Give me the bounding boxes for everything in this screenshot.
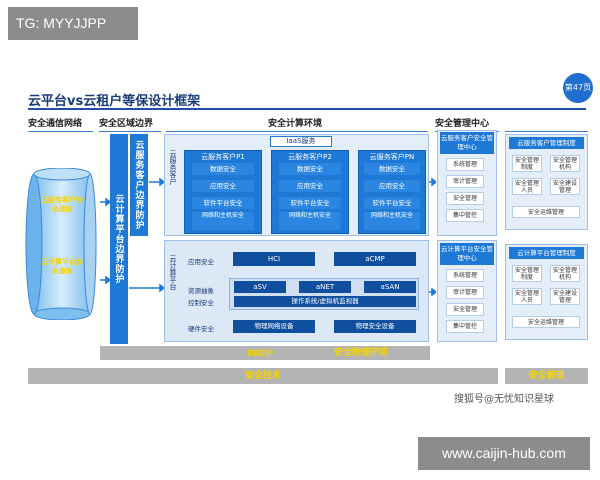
site-watermark: www.caijin-hub.com bbox=[418, 437, 590, 470]
hci-box: HCI bbox=[233, 252, 315, 266]
header-divider bbox=[99, 131, 161, 132]
policy-platform-build: 安全建设管理 bbox=[550, 288, 580, 305]
platform-boundary-bar: 云计算平台边界防护 bbox=[110, 134, 128, 344]
p1-network-host-security: 网络和主机安全 bbox=[192, 212, 254, 230]
pn-network-host-security: 网络和主机安全 bbox=[364, 212, 420, 230]
header-divider bbox=[505, 131, 588, 132]
p1-data-security: 数据安全 bbox=[192, 163, 254, 175]
header-divider bbox=[166, 131, 428, 132]
asv-box: aSV bbox=[234, 281, 286, 293]
mgmt-tenant-title: 云服务客户安全管理中心 bbox=[440, 132, 494, 154]
mgmt-platform-title: 云计算平台安全管理中心 bbox=[440, 243, 494, 265]
title-underline bbox=[28, 108, 586, 110]
tenant-boundary-bar: 云服务客户边界防护 bbox=[130, 134, 148, 236]
hw-security-label: 硬件安全 bbox=[188, 325, 214, 333]
policy-platform-title: 云计算平台管理制度 bbox=[509, 247, 584, 259]
header-network: 安全通信网络 bbox=[28, 119, 83, 129]
p2-software-security: 软件平台安全 bbox=[279, 197, 341, 209]
cylinder-tenant-label: 云服务客户安全通信 bbox=[41, 196, 83, 213]
os-virt-box: 操作系统/虚拟机监视器 bbox=[234, 296, 416, 307]
customer-title-pn: 云服务客户PN bbox=[369, 153, 415, 161]
policy-platform-ops: 安全运维管理 bbox=[512, 316, 580, 328]
p2-network-host-security: 网络和主机安全 bbox=[279, 212, 341, 230]
customer-title-p2: 云服务客户P2 bbox=[288, 153, 332, 161]
policy-tenant-staff: 安全管理人员 bbox=[512, 178, 542, 195]
pn-app-security: 应用安全 bbox=[364, 180, 420, 192]
security-mgmt-bar: 安全管理 bbox=[505, 368, 588, 384]
policy-tenant-title: 云服务客户管理制度 bbox=[509, 137, 584, 149]
customer-title-p1: 云服务客户P1 bbox=[201, 153, 245, 161]
sohu-watermark: 搜狐号@无忧知识星球 bbox=[454, 394, 554, 405]
mgmt-tenant-system: 系统管理 bbox=[446, 158, 484, 171]
p1-software-security: 软件平台安全 bbox=[192, 197, 254, 209]
resource-abstraction-label: 资源抽象 bbox=[188, 287, 214, 295]
platform-app-security-label: 应用安全 bbox=[188, 258, 214, 266]
header-compute: 安全计算环境 bbox=[268, 119, 323, 129]
physical-network-box: 物理网络设备 bbox=[233, 320, 315, 333]
policy-platform-staff: 安全管理人员 bbox=[512, 288, 542, 305]
diagram-title: 云平台vs云租户等保设计框架 bbox=[28, 94, 201, 109]
room-protection-label: 机房防护 bbox=[247, 349, 273, 357]
mgmt-tenant-central: 集中管控 bbox=[446, 209, 484, 222]
pn-software-security: 软件平台安全 bbox=[364, 197, 420, 209]
physical-env-bar bbox=[100, 346, 430, 360]
policy-platform-system: 安全管理制度 bbox=[512, 265, 542, 282]
policy-platform-org: 安全管理机构 bbox=[550, 265, 580, 282]
policy-tenant-org: 安全管理机构 bbox=[550, 155, 580, 172]
p1-app-security: 应用安全 bbox=[192, 180, 254, 192]
header-divider bbox=[28, 131, 93, 132]
page-badge: 第47页 bbox=[563, 73, 593, 103]
physical-env-label: 安全物理环境 bbox=[333, 348, 388, 358]
mgmt-tenant-security: 安全管理 bbox=[446, 192, 484, 205]
anet-box: aNET bbox=[299, 281, 351, 293]
policy-tenant-ops: 安全运维管理 bbox=[512, 206, 580, 218]
policy-tenant-system: 安全管理制度 bbox=[512, 155, 542, 172]
network-cylinder bbox=[25, 168, 97, 320]
physical-security-box: 物理安全设备 bbox=[334, 320, 416, 333]
header-mgmt-center: 安全管理中心 bbox=[435, 119, 490, 129]
mgmt-platform-system: 系统管理 bbox=[446, 269, 484, 282]
iaas-service: IaaS服务 bbox=[270, 136, 332, 147]
platform-side-label: 云计算平台 bbox=[169, 255, 177, 290]
security-tech-bar: 安全技术 bbox=[28, 368, 498, 384]
header-boundary: 安全区域边界 bbox=[99, 119, 154, 129]
mgmt-tenant-audit: 审计管理 bbox=[446, 175, 484, 188]
p2-app-security: 应用安全 bbox=[279, 180, 341, 192]
mgmt-platform-central: 集中管控 bbox=[446, 320, 484, 333]
acmp-box: aCMP bbox=[334, 252, 416, 266]
control-security-label: 控制安全 bbox=[188, 299, 214, 307]
pn-data-security: 数据安全 bbox=[364, 163, 420, 175]
mgmt-platform-audit: 审计管理 bbox=[446, 286, 484, 299]
asan-box: aSAN bbox=[364, 281, 416, 293]
cylinder-platform-label: 云计算平台安全通信 bbox=[41, 258, 83, 275]
policy-tenant-build: 安全建设管理 bbox=[550, 178, 580, 195]
mgmt-platform-security: 安全管理 bbox=[446, 303, 484, 316]
p2-data-security: 数据安全 bbox=[279, 163, 341, 175]
tenant-side-label: 云服务客户 bbox=[169, 150, 177, 185]
tg-label: TG: MYYJJPP bbox=[8, 7, 138, 40]
